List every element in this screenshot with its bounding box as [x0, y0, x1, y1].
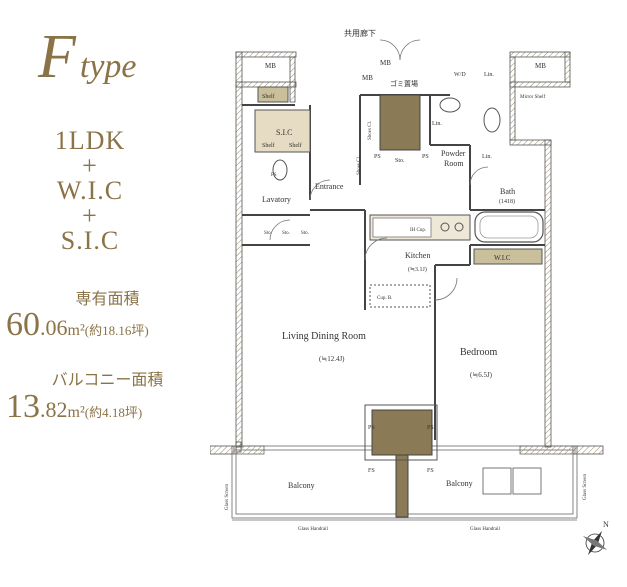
- balcony-area-decimal: .82: [40, 397, 68, 422]
- pipe-shaft: [379, 94, 421, 151]
- storage-label: Sto.: [282, 231, 290, 236]
- ps-label: PS: [271, 173, 277, 178]
- entrance-label: Entrance: [315, 182, 344, 191]
- fs-label: FS: [368, 468, 375, 474]
- exterior-walls: [210, 51, 604, 455]
- ps-label: PS: [422, 154, 429, 160]
- wd-label: W/D: [454, 72, 466, 78]
- ldr-size-label: (≒12.4J): [319, 355, 345, 363]
- private-area-integer: 60: [6, 306, 40, 343]
- layout-line: 1LDK: [54, 126, 126, 155]
- compass-north-label: N: [603, 520, 609, 529]
- mb-label: MB: [362, 74, 373, 82]
- linen-label: Lin.: [484, 72, 494, 78]
- storage-label: Sto.: [301, 231, 309, 236]
- bedroom-label: Bedroom: [460, 347, 497, 358]
- mirror-shelf-label: Mirror Shelf: [520, 95, 545, 100]
- toilet: [483, 107, 501, 133]
- ps-label: PS: [427, 425, 434, 431]
- linen-label: Lin.: [482, 154, 492, 160]
- balcony-outline: [231, 445, 578, 521]
- cupboard-label: Cup. B.: [377, 296, 392, 301]
- washbasin: [439, 97, 461, 113]
- shoes-closet-label: Shoes Cl.: [357, 156, 362, 175]
- balcony-area-unit: m²: [67, 404, 85, 421]
- bedroom-size-label: (≒6.5J): [470, 371, 493, 379]
- ac-unit: [512, 467, 542, 495]
- mb-label: MB: [265, 62, 276, 70]
- pipe-shaft: [371, 409, 433, 456]
- powder-room-label: Powder: [441, 149, 466, 158]
- mb-label: MB: [380, 59, 391, 67]
- shoes-closet-label: Shoes Cl.: [368, 121, 373, 140]
- linen-label: Lin.: [432, 121, 442, 127]
- lavatory-label: Lavatory: [262, 195, 291, 204]
- shelf-block: [257, 86, 289, 103]
- ih-cupboard-label: IH Cup.: [410, 228, 426, 233]
- storage-label: Sto.: [395, 158, 405, 164]
- private-area-value: 60.06m²(約18.16坪): [6, 306, 149, 344]
- layout-line: W.I.C: [56, 176, 124, 205]
- plan-type-word: type: [79, 48, 137, 85]
- glass-screen-label: Glass Screen: [583, 474, 588, 500]
- mb-label: MB: [535, 62, 546, 70]
- storage-label: Sto.: [264, 231, 272, 236]
- layout-line: +: [82, 151, 98, 180]
- floor-plan: 共用廊下 MB MB MB MB ゴミ置場 W/D Lin. Lin. Lin.…: [210, 28, 609, 556]
- corridor-label: 共用廊下: [344, 28, 376, 38]
- balcony-area-label: バルコニー面積: [51, 370, 164, 389]
- toilet: [272, 159, 288, 181]
- ps-label: PS: [374, 154, 381, 160]
- private-area-decimal: .06: [40, 315, 68, 340]
- glass-handrail-label: Glass Handrail: [470, 527, 500, 532]
- compass-icon: N: [582, 520, 609, 556]
- plan-info-panel: F type 1LDK + W.I.C + S.I.C 専有面積 60.06m²…: [0, 0, 215, 587]
- ldr-label: Living Dining Room: [282, 331, 366, 342]
- plan-type-title: F type: [38, 22, 137, 93]
- bath-size-label: (1418): [499, 198, 515, 205]
- ps-label: PS: [368, 425, 375, 431]
- bath-label: Bath: [500, 187, 515, 196]
- bathtub: [474, 211, 544, 243]
- garbage-label: ゴミ置場: [390, 79, 418, 88]
- kitchen-label: Kitchen: [405, 251, 430, 260]
- wic-label: W.I.C: [494, 254, 511, 262]
- shelf-label: Shelf: [262, 142, 275, 149]
- pipe-shaft: [395, 454, 409, 518]
- glass-handrail-label: Glass Handrail: [298, 527, 328, 532]
- doors: [269, 39, 489, 301]
- balcony-label: Balcony: [288, 481, 315, 490]
- ac-unit: [482, 467, 512, 495]
- sic-area: [254, 109, 311, 153]
- private-area-unit: m²: [67, 322, 85, 339]
- layout-line: S.I.C: [60, 226, 120, 255]
- kitchen-counter: [369, 214, 471, 308]
- balcony-area-approx: (約4.18坪): [84, 405, 143, 420]
- private-area-label: 専有面積: [75, 289, 140, 308]
- balcony-area-value: 13.82m²(約4.18坪): [6, 388, 142, 426]
- layout-spec: 1LDK + W.I.C + S.I.C: [40, 126, 140, 255]
- powder-room-label: Room: [444, 159, 464, 168]
- private-area-approx: (約18.16坪): [84, 323, 149, 338]
- glass-screen-label: Glass Screen: [225, 484, 230, 510]
- layout-line: +: [82, 201, 98, 230]
- balcony-area-integer: 13: [6, 388, 40, 425]
- balcony-label: Balcony: [446, 479, 473, 488]
- kitchen-size-label: (≒3.1J): [408, 266, 427, 273]
- fs-label: FS: [427, 468, 434, 474]
- sic-label: S.I.C: [276, 128, 292, 137]
- shelf-label: Shelf: [289, 142, 302, 149]
- plan-type-letter: F: [38, 23, 76, 91]
- shelf-label: Shelf: [262, 93, 275, 100]
- room-labels: 共用廊下 MB MB MB MB ゴミ置場 W/D Lin. Lin. Lin.…: [225, 28, 588, 532]
- wic-shelf: [473, 248, 543, 265]
